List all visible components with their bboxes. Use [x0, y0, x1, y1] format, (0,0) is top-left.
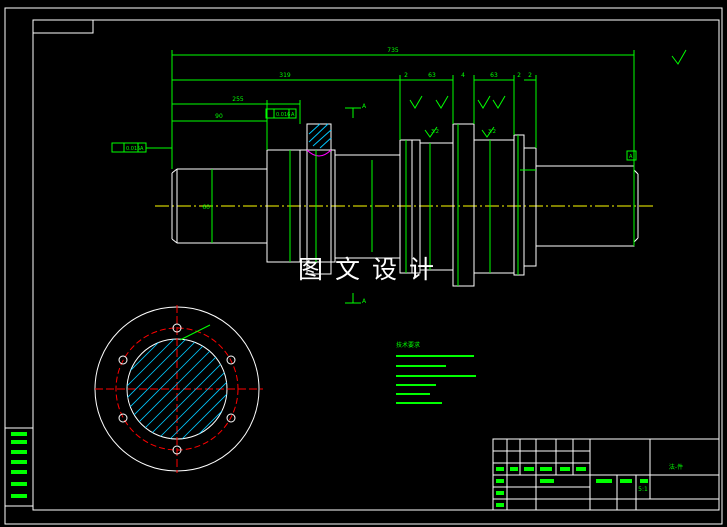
- dim-left-span: 319: [279, 72, 291, 79]
- part-name: 法-件: [669, 463, 683, 471]
- section-cut: [345, 107, 361, 304]
- tolerance-top: 0.016: [276, 112, 290, 118]
- dim-gap-a: 2: [404, 72, 408, 79]
- watermark-text: 图文设计: [298, 255, 447, 284]
- tolerance-frames: [111, 108, 637, 161]
- section-label-top: A: [362, 103, 367, 110]
- roughness-texts: 3.2 3.2: [431, 129, 496, 135]
- roughness-symbols: [409, 49, 687, 138]
- dim-gap-d: 2: [528, 72, 532, 79]
- dimension-texts: 735 319 255 90 2 63 4 63 2 2 60: [202, 47, 532, 211]
- notes-title: 技术要求: [396, 341, 420, 349]
- datum-left: A: [140, 146, 144, 152]
- roughness-b: 3.2: [488, 129, 496, 135]
- dim-right-a: 63: [490, 72, 498, 79]
- keyway-arc: [306, 149, 332, 157]
- end-view: [94, 305, 263, 473]
- scale-value: 5:1: [638, 486, 648, 493]
- title-block-texts: 法-件 5:1: [638, 463, 683, 493]
- title-block-fills: [496, 467, 648, 507]
- side-label-strip: [4, 427, 34, 507]
- dim-mid-a: 63: [428, 72, 436, 79]
- diameter-dims: [211, 124, 635, 286]
- length-dims: [171, 50, 635, 169]
- tolerance-texts: 0.015 A 0.016 A A: [126, 112, 633, 160]
- title-block: [492, 438, 720, 511]
- datum-top: A: [291, 112, 295, 118]
- keyway-hatch: [308, 123, 332, 149]
- dim-left-mid: 255: [232, 96, 244, 103]
- datum-right: A: [629, 154, 633, 160]
- section-texts: A A: [362, 103, 367, 305]
- dim-gap-b: 4: [461, 72, 465, 79]
- section-label-bottom: A: [362, 298, 367, 305]
- technical-notes: 技术要求: [396, 341, 476, 404]
- end-view-leader: [179, 324, 211, 341]
- dim-overall: 735: [387, 47, 399, 54]
- tolerance-left: 0.015: [126, 146, 140, 152]
- drawing-frame: [4, 7, 723, 525]
- roughness-a: 3.2: [431, 129, 439, 135]
- dim-gap-c: 2: [517, 72, 521, 79]
- dim-left-short: 90: [215, 113, 223, 120]
- dim-radial-seat: 60: [202, 204, 210, 211]
